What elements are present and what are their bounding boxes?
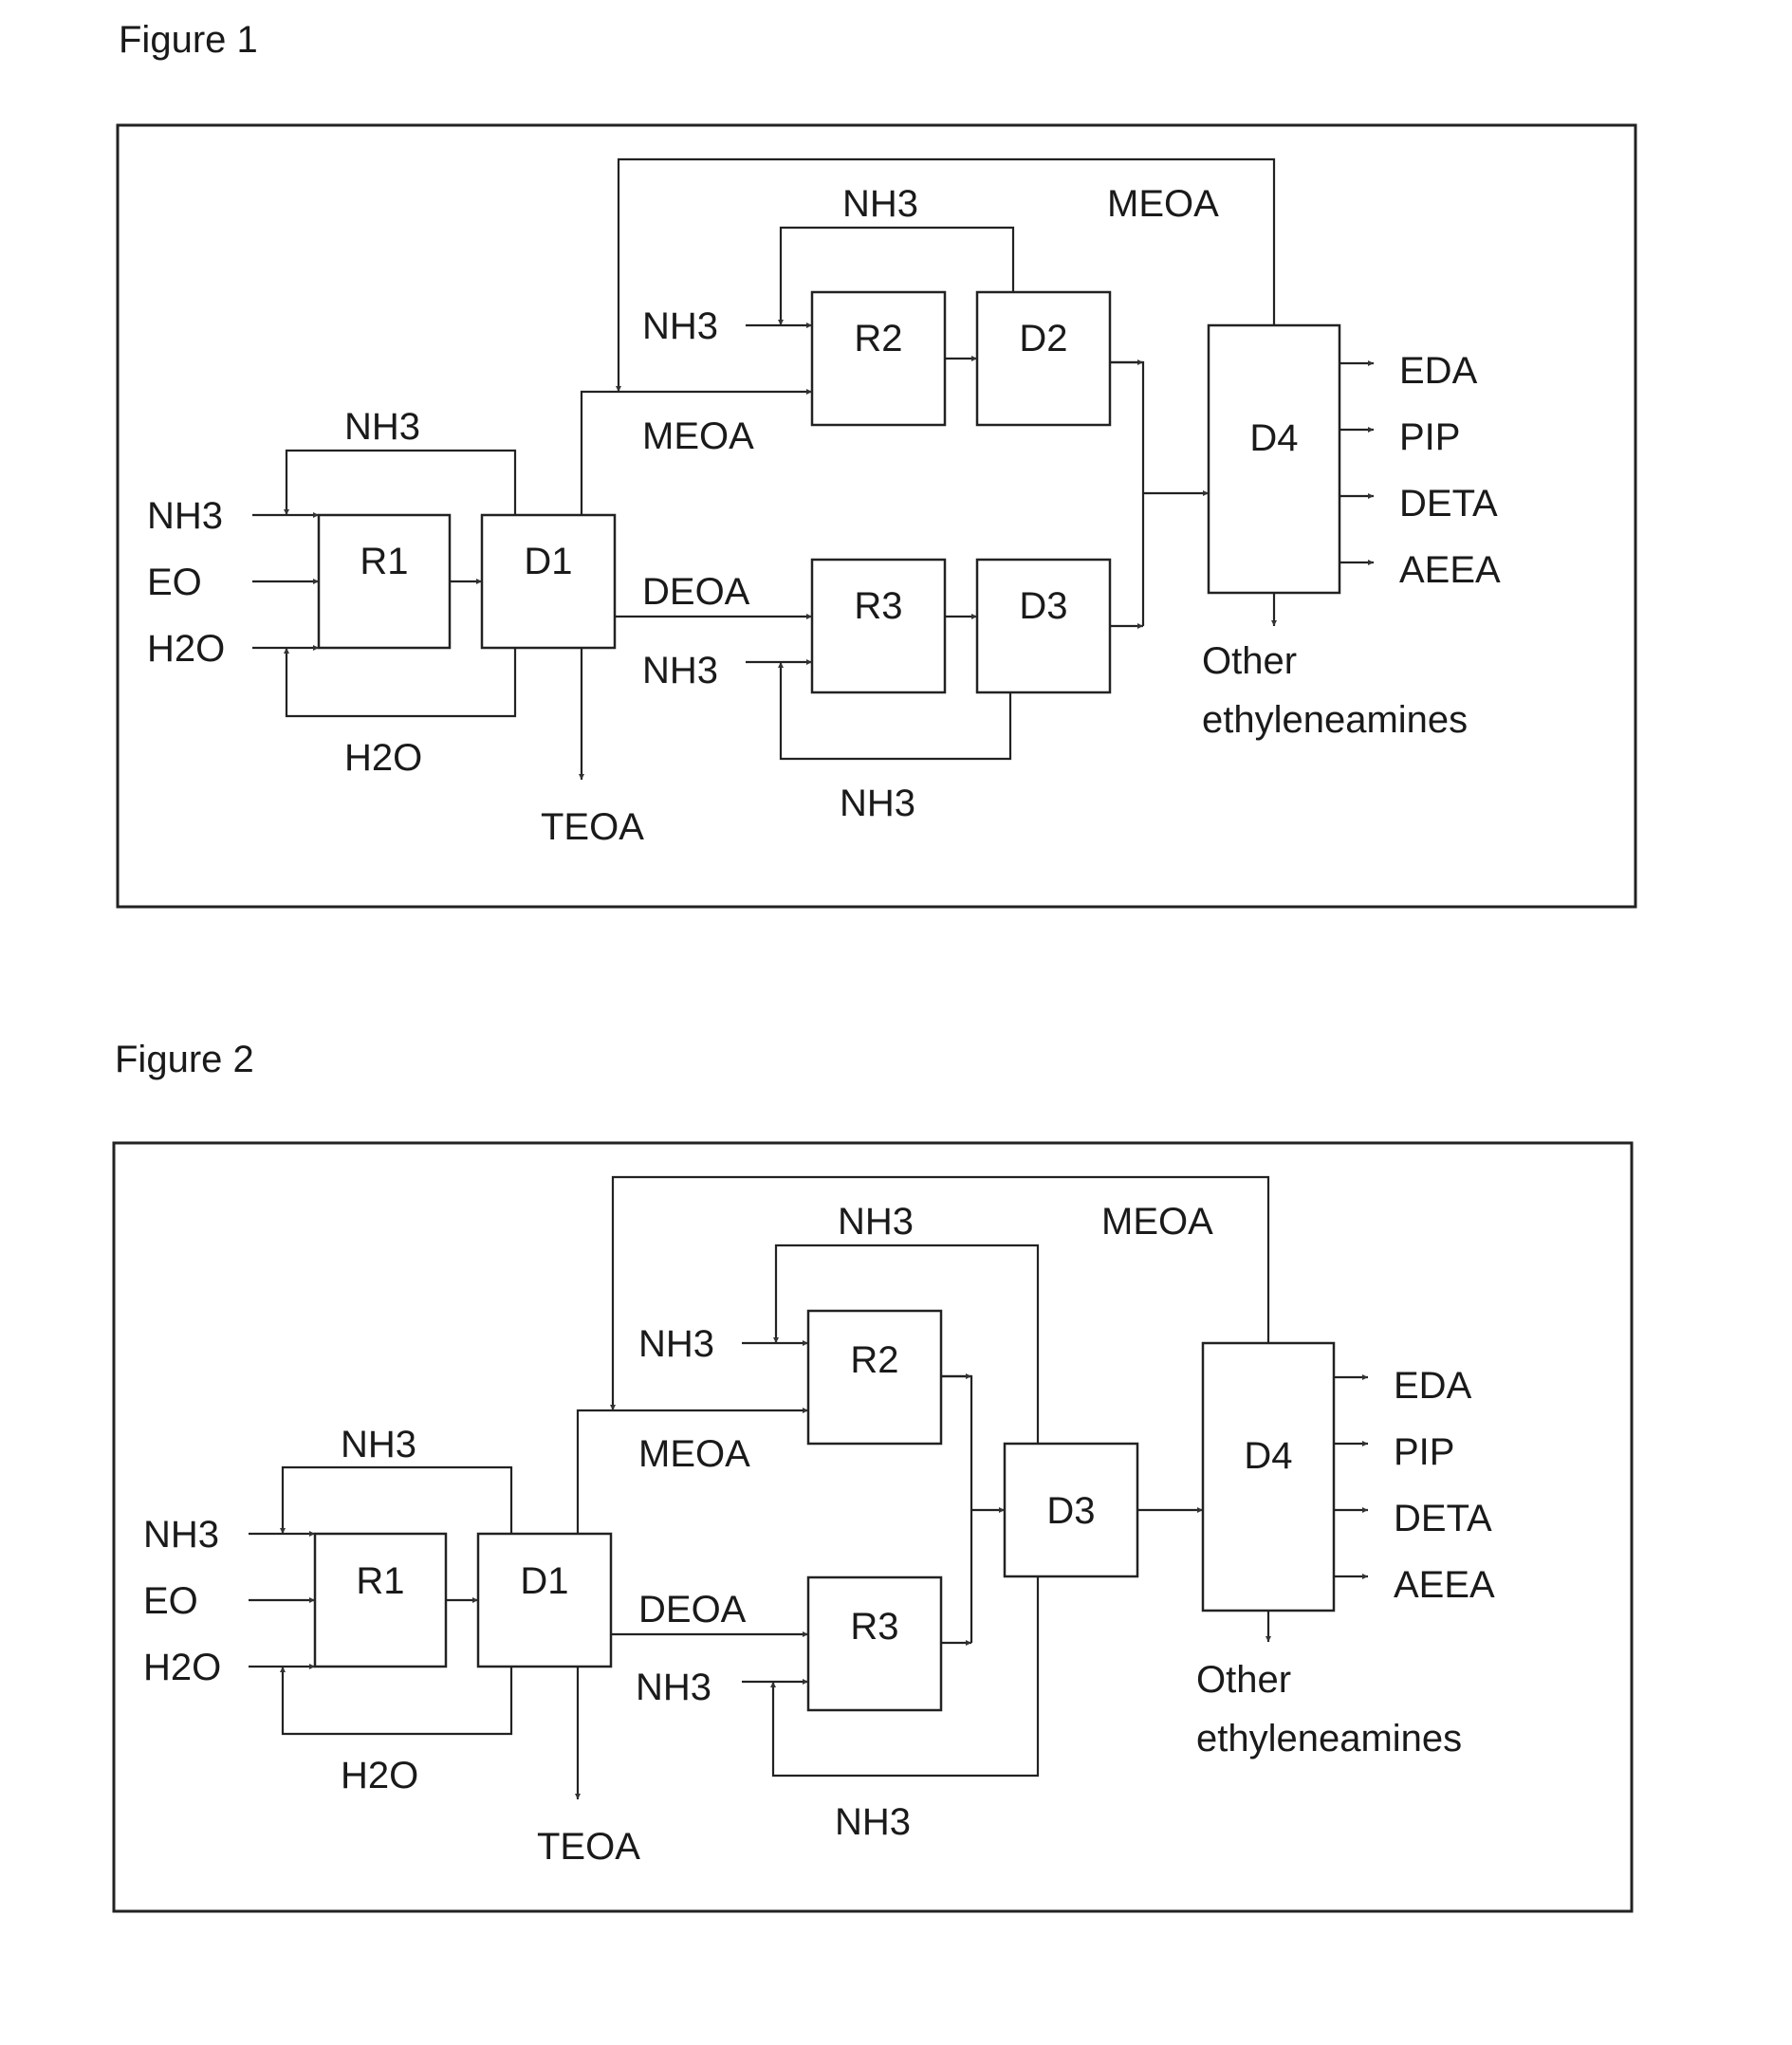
d4-label: D4	[1244, 1435, 1292, 1477]
feed-eo-label: EO	[147, 562, 202, 603]
feed-h2o-label: H2O	[143, 1647, 221, 1688]
r3-label: R3	[850, 1606, 898, 1648]
deta-label: DETA	[1394, 1498, 1492, 1539]
aeea-label: AEEA	[1394, 1564, 1495, 1606]
pip-label: PIP	[1399, 416, 1460, 458]
deoa-label: DEOA	[638, 1589, 747, 1630]
nh3-r3-recycle-label: NH3	[840, 783, 915, 824]
r2-r3-merge-line	[941, 1376, 971, 1643]
nh3-r3-recycle-label: NH3	[835, 1801, 911, 1843]
figure-2-title: Figure 2	[115, 1039, 254, 1081]
d1-label: D1	[524, 541, 572, 582]
nh3-r2-feed-label: NH3	[642, 305, 718, 347]
recycle-nh3-r1-label: NH3	[341, 1424, 416, 1465]
d2-d3-merge-line	[1110, 362, 1143, 626]
nh3-r2-feed-label: NH3	[638, 1323, 714, 1365]
figure-1-diagram: #fig1 .ln, #fig2 .ln { } R1 D1 R2	[0, 95, 1792, 949]
d3-label: D3	[1019, 585, 1067, 627]
r2-label: R2	[850, 1339, 898, 1381]
nh3-recycle-r1-line	[286, 451, 515, 515]
deta-label: DETA	[1399, 483, 1498, 525]
other-label-line2: ethyleneamines	[1202, 699, 1468, 741]
recycle-h2o-r1-label: H2O	[344, 737, 422, 779]
meoa-recycle-label: MEOA	[1107, 183, 1219, 225]
eda-label: EDA	[1394, 1365, 1472, 1407]
feed-eo-label: EO	[143, 1580, 198, 1622]
r1-label: R1	[360, 541, 408, 582]
nh3-r2-recycle-label: NH3	[838, 1201, 914, 1243]
recycle-nh3-r1-label: NH3	[344, 406, 420, 448]
figure-1-title: Figure 1	[119, 19, 258, 62]
nh3-r3-feed-label: NH3	[642, 650, 718, 691]
nh3-r2-recycle-label: NH3	[842, 183, 918, 225]
deoa-label: DEOA	[642, 571, 750, 613]
h2o-recycle-r1-line	[286, 648, 515, 716]
feed-nh3-label: NH3	[143, 1514, 219, 1556]
figure-2-diagram: R1 D1 R2 R3 D3 D4 NH3 EO H2O NH3 H2O TEO…	[0, 1115, 1792, 1968]
eda-label: EDA	[1399, 350, 1478, 392]
meoa-label: MEOA	[638, 1433, 750, 1475]
nh3-r3-feed-label: NH3	[636, 1667, 711, 1708]
d4-box	[1209, 325, 1339, 593]
r2-label: R2	[854, 318, 902, 359]
nh3-recycle-r1-line	[283, 1467, 511, 1534]
h2o-recycle-r1-line	[283, 1667, 511, 1734]
d2-label: D2	[1019, 318, 1067, 359]
meoa-recycle-label: MEOA	[1101, 1201, 1213, 1243]
teoa-label: TEOA	[537, 1826, 640, 1868]
d3-label: D3	[1046, 1490, 1095, 1532]
feed-nh3-label: NH3	[147, 495, 223, 537]
meoa-label: MEOA	[642, 415, 754, 457]
r3-label: R3	[854, 585, 902, 627]
d4-box	[1203, 1343, 1334, 1611]
r1-label: R1	[356, 1560, 404, 1602]
other-label-line1: Other	[1196, 1659, 1291, 1701]
pip-label: PIP	[1394, 1431, 1454, 1473]
other-label-line2: ethyleneamines	[1196, 1718, 1462, 1759]
other-label-line1: Other	[1202, 640, 1297, 682]
d1-label: D1	[520, 1560, 568, 1602]
aeea-label: AEEA	[1399, 549, 1501, 591]
d4-label: D4	[1249, 417, 1298, 459]
recycle-h2o-r1-label: H2O	[341, 1755, 418, 1796]
teoa-label: TEOA	[541, 806, 644, 848]
feed-h2o-label: H2O	[147, 628, 225, 670]
